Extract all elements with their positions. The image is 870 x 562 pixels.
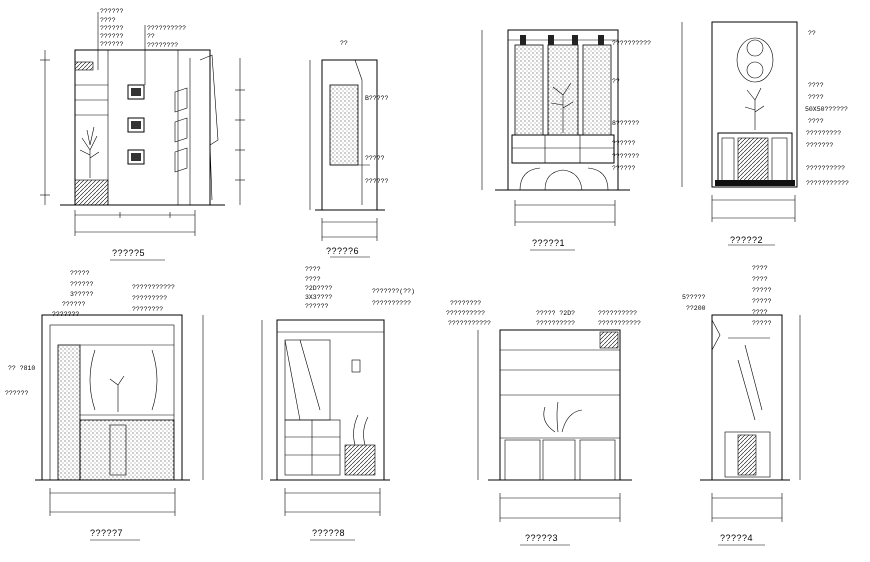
v5-note-6: ??????????	[147, 25, 187, 32]
v7-note-5: ???????	[52, 311, 80, 318]
v5-note-8: ????????	[147, 42, 179, 49]
v4-note-1: 5?????	[682, 294, 706, 301]
v6-note-2: B?????	[365, 95, 389, 102]
v7-note-1: ?????	[70, 270, 90, 277]
v6-note-1: ??	[340, 40, 348, 47]
v4-note-3: ????	[752, 265, 768, 272]
v4-note-5: ?????	[752, 287, 772, 294]
elevation-3	[477, 329, 632, 546]
v6-note-3: ?????	[365, 155, 385, 162]
v2-note-5: ????	[808, 118, 824, 125]
v3-title: ?????3	[525, 533, 559, 543]
v8-note-7: ??????????	[372, 300, 412, 307]
v7-note-3: 3?????	[70, 291, 94, 298]
elevation-7	[35, 314, 204, 541]
v8-note-1: ????	[305, 266, 321, 273]
v3-note-1: ????????	[450, 300, 482, 307]
elevation-1	[481, 29, 630, 251]
v4-note-2: ??200	[686, 305, 706, 312]
v7-note-2: ??????	[70, 281, 94, 288]
v4-note-6: ?????	[752, 298, 772, 305]
v1-note-6: ??????	[612, 165, 636, 172]
v2-note-6: ?????????	[806, 130, 842, 137]
v6-note-4: ??????	[365, 178, 389, 185]
v3-note-2: ??????????	[446, 310, 486, 317]
v2-note-7: ???????	[806, 142, 834, 149]
v1-title: ?????1	[532, 238, 566, 248]
elevation-6	[309, 59, 385, 258]
v6-title: ?????6	[326, 246, 360, 256]
v3-note-7: ???????????	[598, 320, 641, 327]
v3-note-6: ??????????	[598, 310, 638, 317]
v8-note-3: ?2D????	[305, 285, 333, 292]
v8-note-5: ??????	[305, 303, 329, 310]
v5-note-3: ??????	[100, 25, 124, 32]
v2-note-8: ??????????	[806, 165, 846, 172]
elevation-8	[261, 319, 390, 541]
v2-note-4: 50X50??????	[805, 106, 848, 113]
v1-note-5: ???????	[612, 153, 640, 160]
v7-note-4: ??????	[62, 301, 86, 308]
v7-note-7: ?????????	[132, 295, 168, 302]
v7-note-8: ????????	[132, 306, 164, 313]
v3-note-5: ??????????	[536, 320, 576, 327]
v8-title: ?????8	[312, 528, 346, 538]
elevation-2	[681, 21, 798, 246]
v5-note-5: ??????	[100, 41, 124, 48]
elevation-5	[40, 12, 245, 261]
v1-note-3: 8??????	[612, 120, 640, 127]
elevation-4	[700, 314, 801, 546]
v4-note-7: ????	[752, 309, 768, 316]
v5-note-1: ??????	[100, 8, 124, 15]
v7-note-10: ??????	[5, 390, 29, 397]
v2-note-1: ??	[808, 30, 816, 37]
v8-note-4: 3X3????	[305, 294, 333, 301]
v2-title: ?????2	[730, 235, 764, 245]
v8-note-2: ????	[305, 276, 321, 283]
v7-note-6: ???????????	[132, 284, 175, 291]
v5-title: ?????5	[112, 248, 146, 258]
v2-note-9: ???????????	[806, 180, 849, 187]
v1-note-1: ??????????	[612, 40, 652, 47]
v5-note-7: ??	[147, 33, 155, 40]
v7-title: ?????7	[90, 528, 124, 538]
v1-note-4: ??????	[612, 140, 636, 147]
v1-note-2: ??	[612, 78, 620, 85]
v3-note-3: ???????????	[448, 320, 491, 327]
v8-note-6: ???????(??)	[372, 288, 415, 295]
v5-note-2: ????	[100, 17, 116, 24]
v3-note-4: ????? ?2D?	[536, 310, 576, 317]
v4-note-8: ?????	[752, 320, 772, 327]
v5-note-4: ??????	[100, 33, 124, 40]
v2-note-2: ????	[808, 82, 824, 89]
v7-note-9: ?? ?810	[8, 365, 36, 372]
v4-note-4: ????	[752, 276, 768, 283]
v4-title: ?????4	[720, 533, 754, 543]
v2-note-3: ????	[808, 94, 824, 101]
